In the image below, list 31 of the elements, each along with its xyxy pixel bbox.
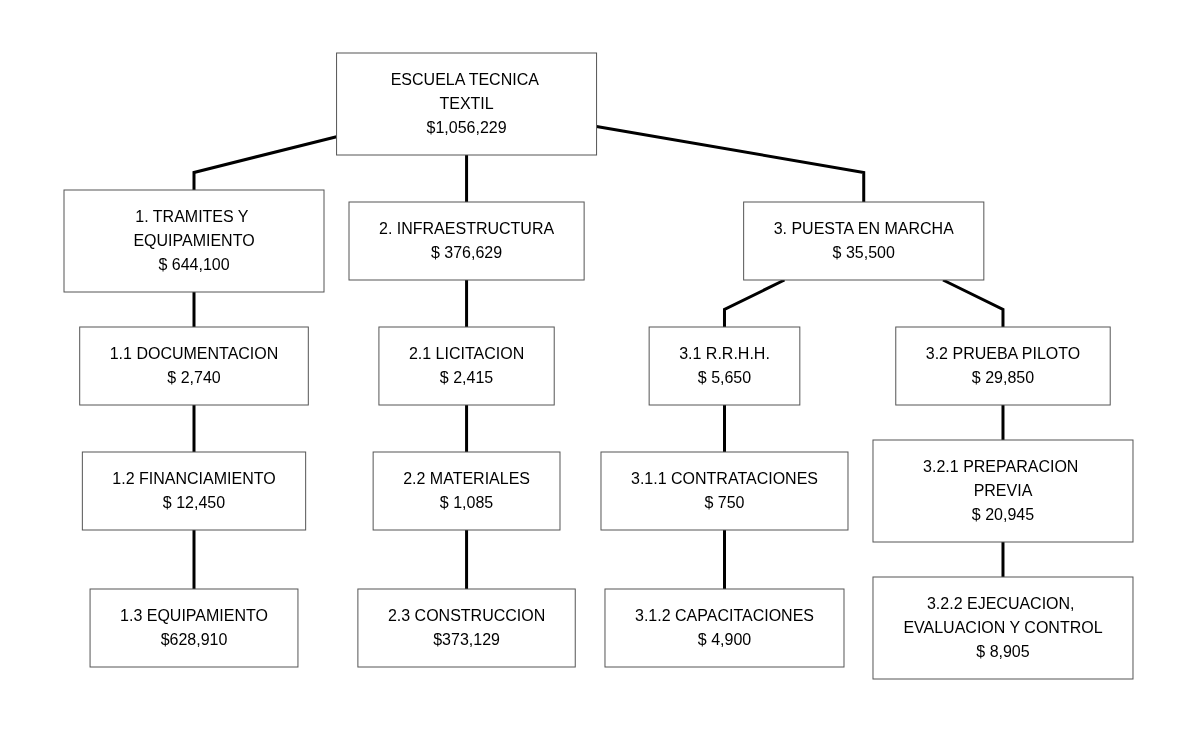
node-box: 1.2 FINANCIAMIENTO $ 12,450: [81, 451, 307, 530]
node-box: 3.2.1 PREPARACION PREVIA $ 20,945: [872, 439, 1134, 542]
connector: [192, 134, 337, 190]
node-box: 3.1.2 CAPACITACIONES $ 4,900: [604, 588, 845, 667]
connector: [723, 529, 726, 589]
node-box: 1. TRAMITES Y EQUIPAMIENTO $ 644,100: [63, 189, 325, 292]
node-box: 1.1 DOCUMENTACION $ 2,740: [79, 326, 309, 405]
connector: [596, 124, 866, 202]
connector: [942, 278, 1005, 327]
node-box: 2.2 MATERIALES $ 1,085: [372, 451, 561, 530]
connector: [465, 279, 469, 327]
node-box: 2. INFRAESTRUCTURA $ 376,629: [348, 201, 585, 280]
connector: [1001, 541, 1005, 577]
node-box: 1.3 EQUIPAMIENTO $628,910: [89, 588, 299, 667]
node-box: 3.1.1 CONTRATACIONES $ 750: [600, 451, 849, 530]
connector: [465, 404, 469, 452]
node-box: 2.3 CONSTRUCCION $373,129: [357, 588, 576, 667]
connector: [465, 529, 469, 589]
connector: [192, 529, 196, 589]
node-box: ESCUELA TECNICA TEXTIL $1,056,229: [336, 52, 598, 155]
node-box: 3.2 PRUEBA PILOTO $ 29,850: [895, 326, 1111, 405]
connector: [723, 404, 726, 452]
connector: [192, 404, 196, 452]
connector: [465, 154, 469, 202]
connector: [192, 291, 196, 327]
node-box: 3.2.2 EJECUACION, EVALUACION Y CONTROL $ 8,905: [872, 576, 1134, 679]
connector: [723, 278, 786, 327]
node-box: 3.1 R.R.H.H. $ 5,650: [648, 326, 801, 405]
connector: [1001, 404, 1005, 440]
node-box: 2.1 LICITACION $ 2,415: [378, 326, 555, 405]
node-box: 3. PUESTA EN MARCHA $ 35,500: [743, 201, 985, 280]
